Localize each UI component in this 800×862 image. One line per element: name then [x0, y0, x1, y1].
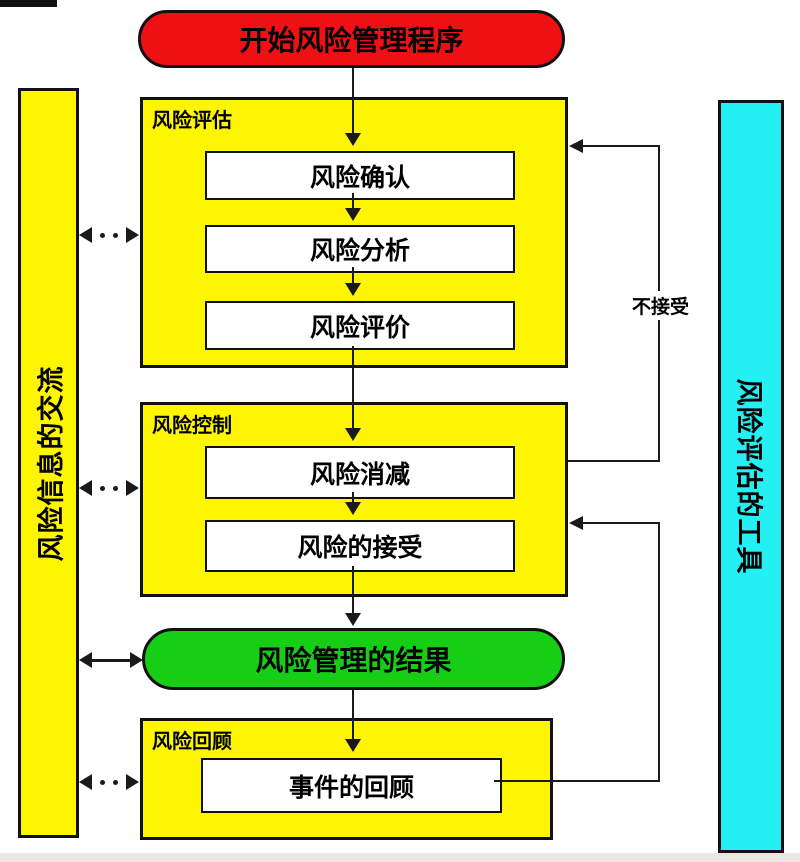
right-arrow-icon: [126, 227, 139, 243]
flow-line: [352, 346, 354, 430]
dot-icon: [113, 485, 118, 491]
down-arrow-icon: [345, 133, 361, 146]
feedback1-bottom-line: [568, 460, 660, 462]
flow-line: [352, 68, 354, 135]
down-arrow-icon: [345, 428, 361, 441]
step-label: 风险的接受: [297, 533, 423, 562]
down-arrow-icon: [345, 613, 361, 626]
section-risk-assessment-label: 风险评估: [152, 108, 232, 132]
result-node: 风险管理的结果: [142, 628, 565, 690]
left-arrow-icon: [569, 139, 583, 153]
step-label: 风险分析: [309, 236, 410, 265]
flow-line: [352, 566, 354, 615]
down-arrow-icon: [345, 283, 361, 296]
step-label: 风险确认: [309, 162, 410, 192]
dot-icon: [113, 232, 118, 238]
step-risk-identification: 风险确认: [205, 151, 515, 200]
step-event-review: 事件的回顾: [201, 758, 502, 813]
dot-icon: [100, 779, 105, 785]
step-risk-acceptance: 风险的接受: [205, 520, 515, 572]
flow-line: [352, 267, 354, 285]
tools-bar: 风险评估的工具: [718, 100, 784, 853]
step-risk-evaluation: 风险评价: [205, 301, 515, 350]
feedback-label: 不接受: [629, 291, 693, 320]
right-arrow-icon: [126, 480, 139, 496]
feedback2-top-line: [583, 522, 660, 524]
bottom-edge-artifact: [0, 853, 800, 862]
flow-line: [352, 492, 354, 504]
solid-double-arrow: [79, 652, 143, 668]
dot-icon: [100, 232, 105, 238]
communication-bar-label: 风险信息的交流: [36, 365, 67, 561]
feedback2-bottom-line: [494, 780, 660, 782]
tools-bar-label: 风险评估的工具: [732, 378, 764, 575]
dotted-double-arrow: [79, 480, 139, 496]
communication-bar: 风险信息的交流: [18, 88, 79, 838]
right-arrow-icon: [126, 774, 139, 790]
start-node-label: 开始风险管理程序: [239, 24, 464, 57]
result-node-label: 风险管理的结果: [255, 644, 452, 677]
flow-line: [352, 193, 354, 210]
step-label: 风险评价: [309, 312, 410, 342]
dot-icon: [100, 485, 105, 491]
feedback1-top-line: [583, 145, 660, 147]
left-arrow-icon: [79, 652, 92, 668]
section-risk-review-label: 风险回顾: [152, 729, 232, 753]
dot-icon: [113, 779, 118, 785]
left-arrow-icon: [569, 516, 583, 530]
section-risk-review: 风险回顾 事件的回顾: [140, 718, 553, 840]
start-node: 开始风险管理程序: [138, 10, 565, 68]
dotted-double-arrow: [79, 774, 139, 790]
step-label: 风险消减: [309, 459, 410, 489]
step-risk-reduction: 风险消减: [205, 446, 515, 499]
section-risk-control-label: 风险控制: [152, 413, 232, 437]
step-label: 事件的回顾: [288, 772, 414, 802]
dotted-double-arrow: [79, 227, 139, 243]
down-arrow-icon: [345, 502, 361, 515]
feedback2-vertical-line: [658, 523, 660, 782]
flow-line: [352, 690, 354, 741]
left-arrow-icon: [79, 480, 92, 496]
step-risk-analysis: 风险分析: [205, 225, 515, 273]
arrow-shaft: [91, 658, 131, 662]
corner-artifact: [0, 0, 57, 7]
left-arrow-icon: [79, 227, 92, 243]
down-arrow-icon: [345, 739, 361, 752]
left-arrow-icon: [79, 774, 92, 790]
down-arrow-icon: [345, 208, 361, 221]
right-arrow-icon: [130, 652, 143, 668]
